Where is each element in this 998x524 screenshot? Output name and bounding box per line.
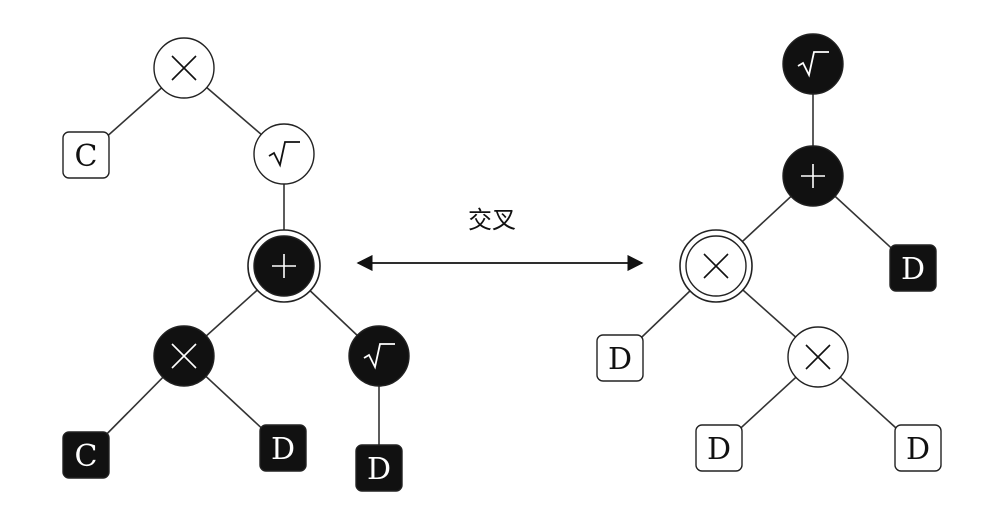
node-r-times-1 <box>679 229 753 303</box>
node-r-d1: D <box>889 244 937 292</box>
leaf-label: D <box>608 342 632 377</box>
node-l-times-root <box>153 37 215 99</box>
sqrt-symbol-icon <box>268 141 300 168</box>
leaf-label: D <box>367 452 391 487</box>
times-symbol-icon <box>703 253 729 279</box>
sqrt-symbol-icon <box>797 51 829 78</box>
node-l-c1: C <box>62 131 110 179</box>
times-symbol-icon <box>171 55 197 81</box>
leaf-label: C <box>75 439 98 474</box>
node-l-c2: C <box>62 431 110 479</box>
leaf-label: D <box>707 432 731 467</box>
node-r-d4: D <box>894 424 942 472</box>
leaf-label: D <box>901 252 925 287</box>
plus-symbol-icon <box>801 164 825 188</box>
leaf-label: C <box>75 139 98 174</box>
node-r-d3: D <box>695 424 743 472</box>
leaf-label: D <box>906 432 930 467</box>
node-l-plus <box>247 229 321 303</box>
sqrt-symbol-icon <box>363 343 395 370</box>
node-l-d2: D <box>355 444 403 492</box>
node-r-times-2 <box>787 326 849 388</box>
node-r-plus <box>782 145 844 207</box>
node-r-d2: D <box>596 334 644 382</box>
nodes-layer: C C D D D D D D <box>62 33 942 492</box>
node-l-sqrt-1 <box>253 123 315 185</box>
node-l-times-2 <box>153 325 215 387</box>
times-symbol-icon <box>171 343 197 369</box>
leaf-label: D <box>271 432 295 467</box>
crossover-label: 交叉 <box>468 206 516 234</box>
node-r-sqrt <box>782 33 844 95</box>
times-symbol-icon <box>805 344 831 370</box>
plus-symbol-icon <box>272 254 296 278</box>
node-l-d1: D <box>259 424 307 472</box>
node-l-sqrt-2 <box>348 325 410 387</box>
edges-layer <box>85 64 919 468</box>
